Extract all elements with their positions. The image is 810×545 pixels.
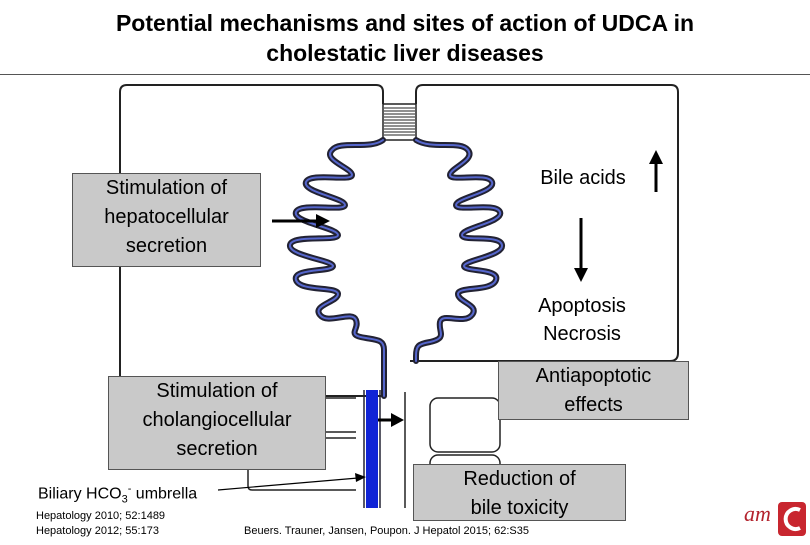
arrow-down-icon: [574, 218, 588, 282]
bile-acids-label: Bile acids: [540, 167, 626, 189]
cholangiocellular-line-1: Stimulation of: [156, 380, 278, 402]
umbrella-subscript: 3: [121, 493, 128, 506]
apoptosis-label: Apoptosis Necrosis: [520, 292, 644, 348]
reference-left-line-2: Hepatology 2012; 55:173: [36, 525, 159, 537]
hepatocellular-line-3: secretion: [125, 235, 208, 257]
apoptosis-line-1: Apoptosis: [538, 295, 626, 317]
arrow-up-icon: [649, 150, 663, 192]
right-hepatocyte-outline: [410, 84, 679, 362]
hepatocellular-line-1: Stimulation of: [105, 177, 228, 199]
tight-junction-lines: [384, 107, 415, 136]
reduction-line-1: Reduction of: [463, 468, 576, 490]
arrow-right-icon: [272, 214, 330, 228]
cholangiocellular-secretion-box: Stimulation of cholangiocellular secreti…: [108, 376, 326, 470]
antiapoptotic-line-2: effects: [564, 394, 623, 416]
logo-mark-icon: am: [744, 501, 806, 536]
umbrella-pointer-arrow: [217, 473, 366, 491]
apoptosis-line-2: Necrosis: [543, 323, 621, 345]
antiapoptotic-effects-box: Antiapoptotic effects: [498, 361, 689, 420]
cholangiocellular-line-3: secretion: [176, 438, 258, 460]
arrow-right-icon: [378, 413, 404, 427]
cholangiocellular-line-2: cholangiocellular: [142, 409, 292, 431]
reduction-bile-toxicity-box: Reduction of bile toxicity: [413, 464, 626, 521]
hepatocellular-secretion-box: Stimulation of hepatocellular secretion: [72, 173, 261, 267]
reference-left-line-1: Hepatology 2010; 52:1489: [36, 510, 166, 522]
biliary-umbrella-layer: [366, 390, 378, 508]
canaliculus-left-wall: [287, 137, 387, 399]
umbrella-superscript: -: [127, 483, 132, 495]
tight-junction: [382, 103, 417, 141]
reduction-line-2: bile toxicity: [470, 497, 569, 519]
cholangiocyte-right-1: [429, 397, 501, 453]
logo-text: am: [744, 501, 771, 526]
hepatocellular-line-2: hepatocellular: [104, 206, 229, 228]
page-title-line-2: cholestatic liver diseases: [266, 40, 544, 66]
page-title-line-1: Potential mechanisms and sites of action…: [115, 10, 695, 36]
umbrella-text-pre: Biliary HCO: [38, 485, 122, 503]
logo: am: [742, 496, 808, 540]
page-title: Potential mechanisms and sites of action…: [0, 8, 810, 68]
antiapoptotic-line-1: Antiapoptotic: [535, 365, 652, 387]
reference-left: Hepatology 2010; 52:1489 Hepatology 2012…: [36, 509, 165, 539]
umbrella-text-post: umbrella: [131, 485, 198, 503]
biliary-umbrella-label: Biliary HCO3- umbrella: [38, 483, 197, 506]
title-divider: [0, 74, 810, 75]
reference-center: Beuers. Trauner, Jansen, Poupon. J Hepat…: [244, 525, 529, 537]
canaliculus-right-wall: [413, 137, 505, 364]
